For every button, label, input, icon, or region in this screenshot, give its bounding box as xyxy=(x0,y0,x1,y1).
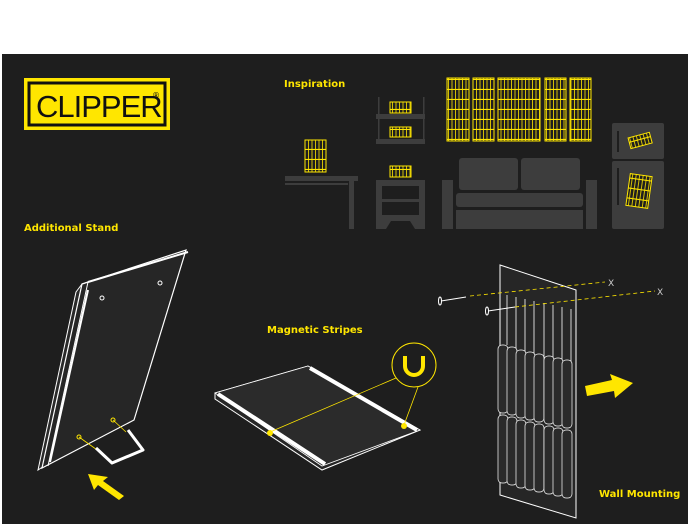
magnet-icon-badge xyxy=(391,342,437,388)
stand-illustration xyxy=(37,249,189,500)
fridge-illustration xyxy=(612,123,664,229)
wall-shelves-illustration xyxy=(376,97,425,144)
nail-icon xyxy=(438,296,516,316)
registered-mark: ® xyxy=(152,91,160,100)
nightstand-illustration xyxy=(376,165,425,229)
wall-mounting-heading: Wall Mounting xyxy=(599,489,680,500)
wall-display-grid xyxy=(446,77,592,142)
arrow-icon xyxy=(88,474,124,500)
magnetic-stripes-heading: Magnetic Stripes xyxy=(267,325,363,336)
magnetic-board-illustration xyxy=(214,342,437,471)
clipper-logo: CLIPPER ® xyxy=(24,78,170,130)
wall-mark-1: X xyxy=(608,279,614,289)
wall-mark-2: X xyxy=(657,288,663,298)
sofa-illustration xyxy=(442,158,597,229)
logo-text: CLIPPER xyxy=(36,89,162,124)
magnet-icon xyxy=(403,356,425,377)
inspiration-heading: Inspiration xyxy=(284,79,345,90)
wall-mount-illustration: X X xyxy=(438,264,663,519)
arrow-icon xyxy=(585,374,633,398)
table-illustration xyxy=(285,139,358,229)
additional-stand-heading: Additional Stand xyxy=(24,223,118,234)
